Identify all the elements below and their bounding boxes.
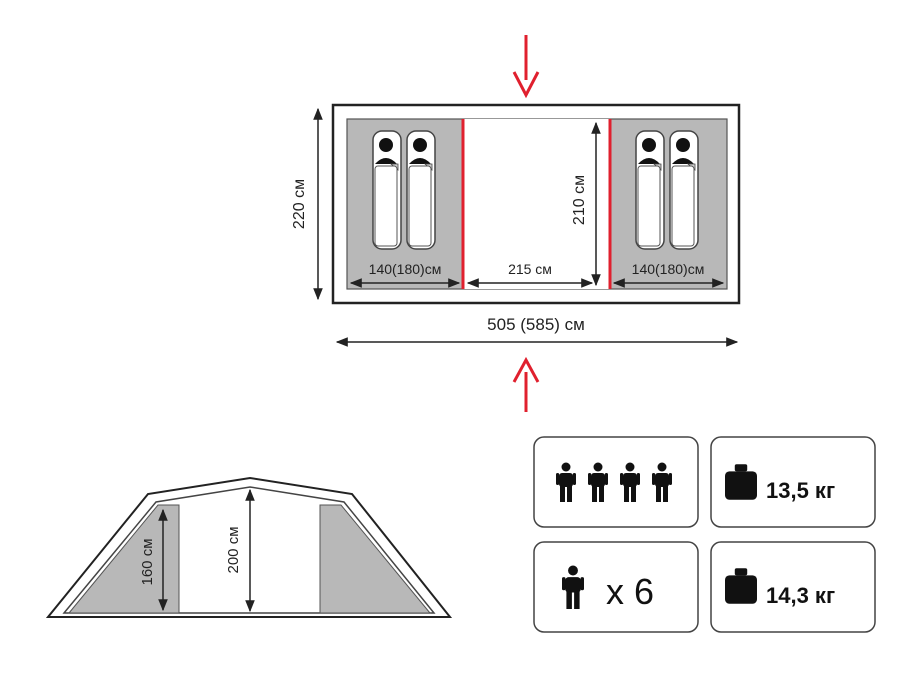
sleeping-bag-2 bbox=[406, 130, 436, 250]
sleeping-bag-1 bbox=[372, 130, 402, 250]
sleeping-bag-3 bbox=[635, 130, 665, 250]
person-count-box: x 6 bbox=[533, 541, 699, 633]
entrance-arrow-bottom bbox=[512, 356, 540, 412]
vestibule-area bbox=[463, 119, 610, 289]
floor-plan: 220 см 210 см 140(180)см 215 см 140(180)… bbox=[291, 35, 741, 412]
entrance-arrow-top bbox=[512, 35, 540, 99]
sleeping-bag-4 bbox=[669, 130, 699, 250]
vestibule-label: 215 см bbox=[508, 261, 552, 277]
weight-2-label: 14,3 кг bbox=[766, 583, 835, 608]
depth-label: 220 см bbox=[291, 179, 308, 229]
right-compartment-label: 140(180)см bbox=[632, 261, 705, 277]
width-label: 505 (585) см bbox=[487, 315, 585, 334]
side-height-label: 160 см bbox=[139, 538, 156, 585]
capacity-box bbox=[533, 436, 699, 528]
left-bedroom-section bbox=[67, 504, 180, 614]
inner-depth-label: 210 см bbox=[571, 175, 588, 225]
left-compartment-label: 140(180)см bbox=[369, 261, 442, 277]
weight-1-label: 13,5 кг bbox=[766, 478, 835, 503]
persons-label: x 6 bbox=[606, 571, 654, 612]
total-weight-box: 14,3 кг bbox=[710, 541, 876, 633]
spec-panel: 13,5 кг x 6 14,3 кг bbox=[533, 436, 876, 633]
side-view: 160 см 200 см bbox=[45, 476, 453, 618]
right-bedroom-section bbox=[319, 504, 432, 614]
packed-weight-box: 13,5 кг bbox=[710, 436, 876, 528]
center-height-label: 200 см bbox=[225, 526, 242, 573]
